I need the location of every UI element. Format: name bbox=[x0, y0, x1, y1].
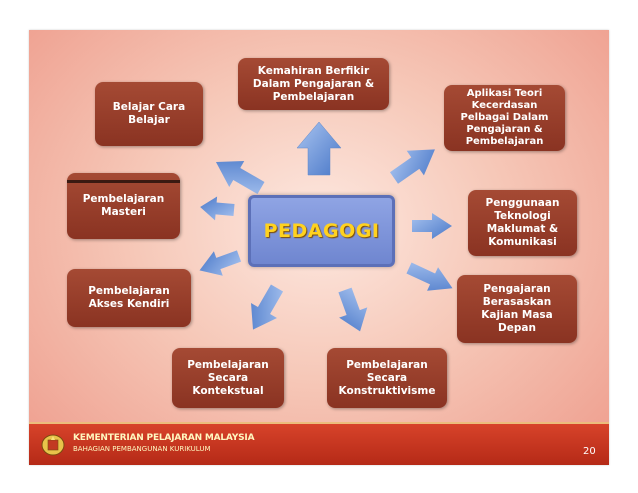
arrow-to-kemahiran bbox=[296, 121, 342, 176]
arrow-to-belajar-cara bbox=[215, 161, 265, 195]
arrow-to-aplikasi bbox=[389, 149, 435, 184]
node-aplikasi-label: Aplikasi Teori Kecerdasan Pelbagai Dalam… bbox=[460, 88, 549, 147]
node-aplikasi: Aplikasi Teori Kecerdasan Pelbagai Dalam… bbox=[444, 85, 565, 151]
node-kontekstual-label: Pembelajaran Secara Kontekstual bbox=[187, 358, 269, 397]
node-ict-label: Penggunaan Teknologi Maklumat & Komunika… bbox=[485, 197, 560, 248]
slide: PEDAGOGI Kemahiran Berfikir Dalam Pengaj… bbox=[29, 30, 609, 465]
masteri-divider bbox=[67, 180, 180, 183]
node-masteri-label: Pembelajaran Masteri bbox=[82, 193, 165, 218]
node-kemahiran-label: Kemahiran Berfikir Dalam Pengajaran & Pe… bbox=[252, 64, 375, 103]
arrow-to-ict bbox=[412, 213, 452, 239]
arrow-to-masa-depan bbox=[406, 262, 453, 291]
node-masa-depan-label: Pengajaran Berasaskan Kajian Masa Depan bbox=[481, 283, 553, 334]
node-ict: Penggunaan Teknologi Maklumat & Komunika… bbox=[468, 190, 577, 256]
node-kontekstual: Pembelajaran Secara Kontekstual bbox=[172, 348, 284, 408]
node-masteri: Pembelajaran Masteri bbox=[67, 173, 180, 239]
arrows-layer bbox=[199, 121, 453, 332]
footer-division: BAHAGIAN PEMBANGUNAN KURIKULUM bbox=[73, 445, 211, 453]
footer-divider bbox=[29, 422, 609, 424]
node-konstruktivisme: Pembelajaran Secara Konstruktivisme bbox=[327, 348, 447, 408]
arrow-to-masteri bbox=[200, 196, 235, 221]
footer-ministry: KEMENTERIAN PELAJARAN MALAYSIA bbox=[73, 433, 255, 443]
node-konstruktivisme-label: Pembelajaran Secara Konstruktivisme bbox=[338, 358, 436, 397]
node-belajar-cara: Belajar Cara Belajar bbox=[95, 82, 203, 146]
node-belajar-cara-label: Belajar Cara Belajar bbox=[112, 101, 186, 126]
node-masa-depan: Pengajaran Berasaskan Kajian Masa Depan bbox=[457, 275, 577, 343]
node-akses-kendiri-label: Pembelajaran Akses Kendiri bbox=[88, 285, 170, 310]
center-node: PEDAGOGI bbox=[248, 195, 395, 267]
arrow-to-akses-kendiri bbox=[199, 250, 242, 276]
node-akses-kendiri: Pembelajaran Akses Kendiri bbox=[67, 269, 191, 327]
arrow-to-konstruktivisme bbox=[338, 287, 368, 332]
footer-band bbox=[29, 422, 609, 465]
node-kemahiran: Kemahiran Berfikir Dalam Pengajaran & Pe… bbox=[238, 58, 389, 110]
center-label: PEDAGOGI bbox=[263, 220, 380, 242]
ministry-crest-icon bbox=[41, 434, 65, 456]
page-number: 20 bbox=[583, 446, 596, 457]
arrow-to-kontekstual bbox=[251, 284, 284, 330]
